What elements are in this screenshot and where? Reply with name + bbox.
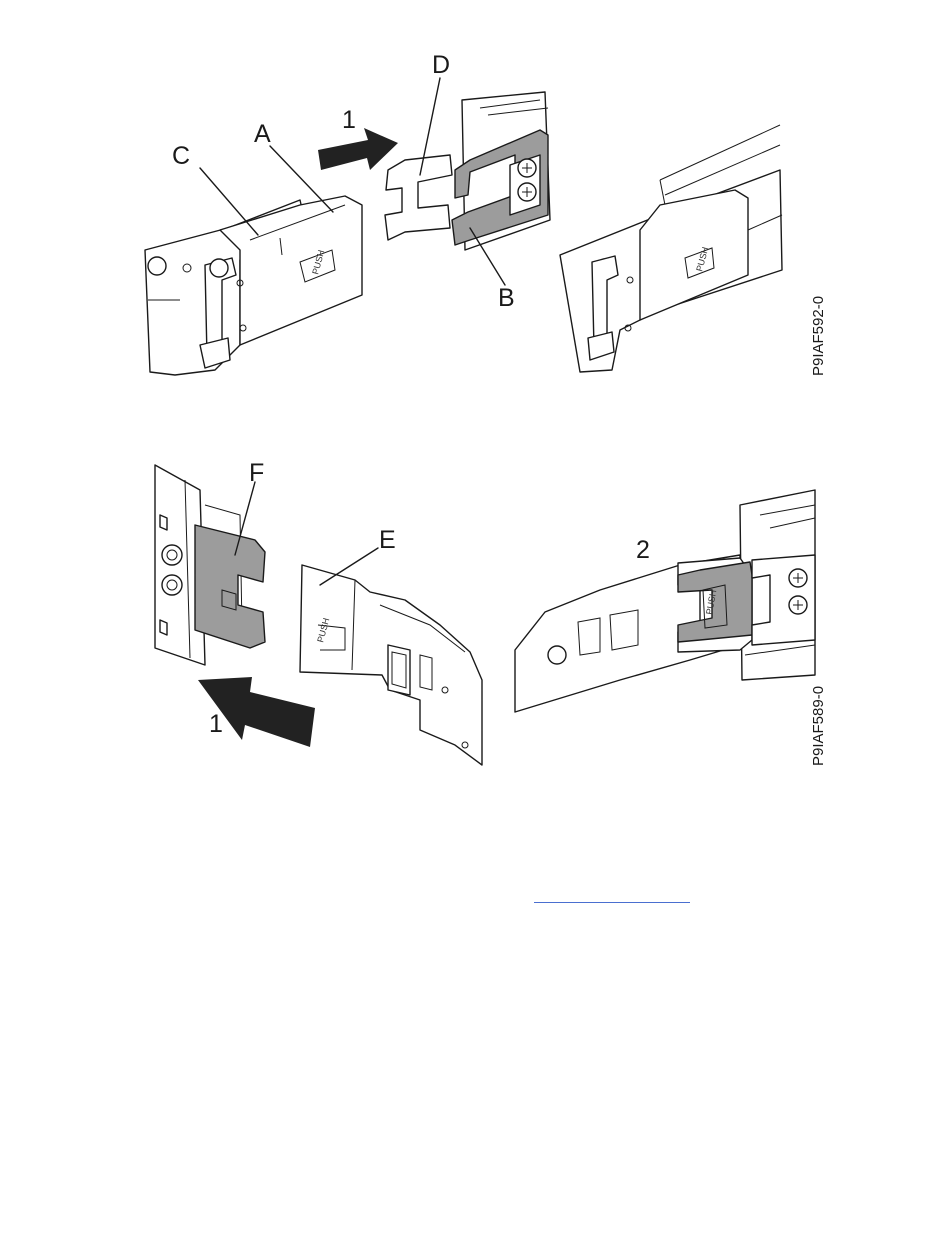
callout-c: C (172, 142, 190, 170)
callout-a: A (254, 120, 271, 148)
rail-assembly-right-top: PUSH (560, 125, 782, 372)
bracket-part-e: PUSH (300, 565, 482, 765)
figure-id-bottom: P9IAF589-0 (810, 686, 827, 766)
figure-top: PUSH (145, 51, 827, 376)
step-number-1-bottom: 1 (209, 710, 223, 738)
rail-end-bracket-top (385, 92, 550, 250)
hyperlink[interactable] (534, 896, 690, 903)
rail-assembly-right-bottom: PUSH (515, 490, 815, 712)
callout-b: B (498, 284, 515, 312)
figure-id-top: P9IAF592-0 (810, 296, 827, 376)
figure-bottom: PUSH PUSH (155, 459, 827, 766)
callout-e: E (379, 526, 396, 554)
rail-assembly-left-top: PUSH (145, 196, 362, 375)
callout-d: D (432, 51, 450, 79)
push-direction-arrow-top (318, 128, 398, 170)
step-number-1-top: 1 (342, 106, 356, 134)
step-number-2-bottom: 2 (636, 536, 650, 564)
rail-end-bracket-bottom (155, 465, 265, 665)
callout-f: F (249, 459, 264, 487)
